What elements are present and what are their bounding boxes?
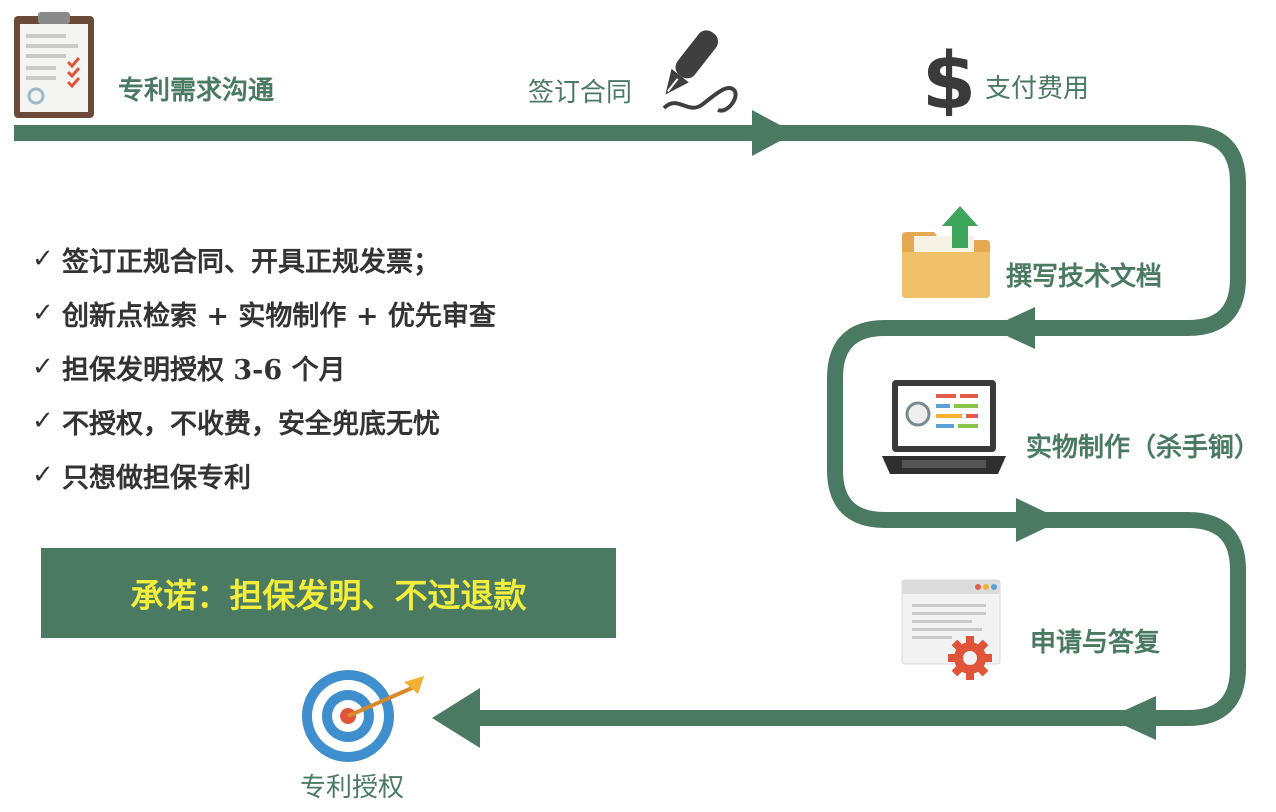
fountain-pen-signature-icon bbox=[662, 30, 738, 113]
benefit-item: ✓ 担保发明授权 3-6 个月 bbox=[32, 340, 496, 394]
step-label-7: 专利授权 bbox=[300, 773, 405, 803]
benefit-item: ✓ 创新点检索 + 实物制作 + 优先审查 bbox=[32, 286, 496, 340]
laptop-icon bbox=[882, 380, 1006, 474]
step-label-3: 支付费用 bbox=[985, 74, 1090, 104]
step-label-5: 实物制作（杀手锏） bbox=[1026, 433, 1261, 463]
benefit-text: 担保发明授权 3-6 个月 bbox=[62, 354, 346, 386]
svg-text:$: $ bbox=[924, 37, 974, 116]
check-icon: ✓ bbox=[32, 406, 54, 436]
benefit-text: 创新点检索 + 实物制作 + 优先审查 bbox=[62, 300, 496, 332]
step-label-6: 申请与答复 bbox=[1030, 628, 1161, 658]
benefit-item: ✓ 只想做担保专利 bbox=[32, 448, 496, 502]
dollar-sign-icon: $ bbox=[924, 37, 974, 116]
document-gear-icon bbox=[901, 579, 1001, 680]
clipboard-checklist-icon bbox=[14, 12, 94, 118]
benefit-text: 只想做担保专利 bbox=[62, 462, 251, 494]
benefit-text: 签订正规合同、开具正规发票； bbox=[62, 246, 440, 278]
arrow-head-left-end bbox=[432, 688, 480, 748]
flow-line bbox=[14, 125, 1246, 726]
check-icon: ✓ bbox=[32, 244, 54, 274]
step-label-2: 签订合同 bbox=[528, 78, 633, 108]
benefit-text: 不授权，不收费，安全兜底无忧 bbox=[62, 408, 440, 440]
step-label-1: 专利需求沟通 bbox=[118, 76, 275, 106]
folder-upload-icon bbox=[902, 206, 990, 298]
check-icon: ✓ bbox=[32, 460, 54, 490]
benefits-list: ✓ 签订正规合同、开具正规发票； ✓ 创新点检索 + 实物制作 + 优先审查 ✓… bbox=[32, 232, 496, 502]
promise-text: 承诺：担保发明、不过退款 bbox=[130, 576, 527, 615]
step-label-4: 撰写技术文档 bbox=[1006, 262, 1163, 292]
benefit-item: ✓ 签订正规合同、开具正规发票； bbox=[32, 232, 496, 286]
promise-banner: 承诺：担保发明、不过退款 bbox=[41, 548, 616, 638]
target-arrow-icon bbox=[302, 670, 424, 762]
benefit-item: ✓ 不授权，不收费，安全兜底无忧 bbox=[32, 394, 496, 448]
check-icon: ✓ bbox=[32, 352, 54, 382]
arrow-head-left-mid bbox=[990, 307, 1035, 349]
check-icon: ✓ bbox=[32, 298, 54, 328]
arrow-head-left-lower-right bbox=[1108, 696, 1156, 740]
arrow-head-right-top bbox=[752, 110, 795, 156]
arrow-head-right-mid bbox=[1016, 498, 1062, 542]
